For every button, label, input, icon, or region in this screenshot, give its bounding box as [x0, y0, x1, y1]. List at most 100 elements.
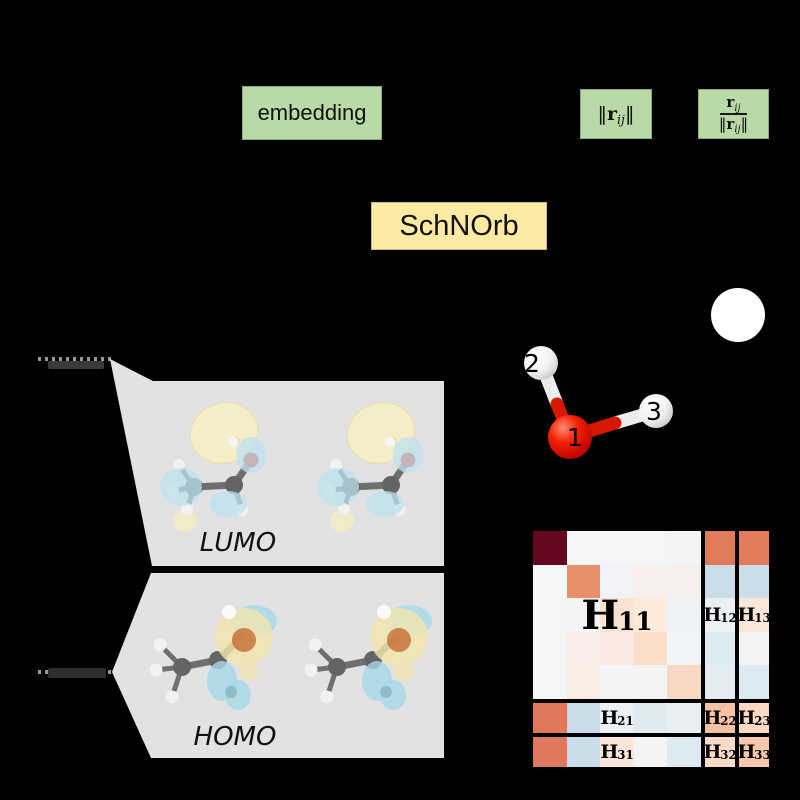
norm-open: ‖: [718, 114, 727, 133]
atom-node-circle: [711, 288, 765, 342]
fraction-numerator: rij: [726, 93, 741, 114]
matrix-cell: [739, 665, 769, 699]
water-molecule: 1 2 3: [524, 346, 673, 459]
lumo-panel: [110, 359, 444, 566]
matrix-cell: [739, 531, 769, 565]
vector-symbol: r: [607, 102, 618, 125]
matrix-cell: [739, 564, 769, 599]
direction-box: rij ‖rij‖: [698, 89, 769, 139]
matrix-cell: [633, 564, 668, 599]
matrix-cell: [739, 631, 769, 666]
matrix-cell: [705, 703, 735, 733]
matrix-grid-H13: [739, 531, 769, 699]
matrix-grid-H33: [739, 737, 769, 767]
matrix-cell: [566, 703, 601, 733]
matrix-grid-H11: [533, 531, 701, 699]
matrix-cell: [633, 531, 668, 565]
matrix-cell: [566, 737, 601, 767]
matrix-grid-H21: [533, 703, 701, 733]
fraction-bar: [719, 113, 748, 115]
matrix-cell: [566, 564, 601, 599]
matrix-cell: [705, 631, 735, 666]
matrix-cell: [667, 703, 701, 733]
matrix-cell: [739, 598, 769, 632]
matrix-cell: [600, 631, 634, 666]
matrix-cell: [600, 737, 634, 767]
lumo-level-bar: [48, 361, 104, 369]
matrix-cell: [705, 531, 735, 565]
matrix-cell: [533, 631, 567, 666]
matrix-cell: [739, 703, 769, 733]
schnorb-label: SchNOrb: [399, 209, 519, 242]
matrix-cell: [667, 737, 701, 767]
matrix-grid-H22: [705, 703, 735, 733]
matrix-cell: [667, 665, 701, 699]
lumo-energy-level: [38, 357, 113, 369]
matrix-cell: [600, 703, 634, 733]
lumo-label: LUMO: [200, 528, 276, 558]
matrix-cell: [600, 598, 634, 632]
vector-symbol: r: [726, 114, 735, 133]
atom-label-3: 3: [646, 397, 662, 426]
vector-subscript: ij: [734, 102, 741, 114]
vector-subscript: ij: [617, 111, 625, 127]
matrix-cell: [633, 598, 668, 632]
matrix-grid-H32: [705, 737, 735, 767]
embedding-label: embedding: [257, 100, 367, 125]
homo-panel: [112, 573, 444, 758]
norm-close: ‖: [624, 102, 635, 125]
oxygen-atom-1: [548, 415, 592, 459]
vector-symbol: r: [726, 93, 735, 112]
matrix-cell: [533, 665, 567, 699]
matrix-cell: [667, 598, 701, 632]
matrix-cell: [633, 737, 668, 767]
atom-label-1: 1: [567, 423, 583, 452]
matrix-cell: [600, 564, 634, 599]
matrix-cell: [705, 665, 735, 699]
matrix-cell: [566, 665, 601, 699]
homo-energy-level: [38, 668, 113, 678]
matrix-grid-H31: [533, 737, 701, 767]
embedding-box: embedding: [242, 86, 382, 140]
schnorb-box: SchNOrb: [371, 202, 547, 250]
norm-open: ‖: [597, 102, 608, 125]
homo-level-bar: [48, 668, 106, 678]
matrix-cell: [566, 598, 601, 632]
direction-label: rij ‖rij‖: [718, 93, 749, 135]
matrix-cell: [533, 598, 567, 632]
matrix-grid-H12: [705, 531, 735, 699]
matrix-cell: [633, 665, 668, 699]
norm-close: ‖: [740, 114, 749, 133]
hydrogen-atom-3: [639, 394, 673, 428]
fraction-denominator: ‖rij‖: [718, 114, 749, 135]
matrix-cell: [739, 737, 769, 767]
hydrogen-atom-2: [524, 346, 558, 380]
distance-box: ‖rij‖: [580, 89, 652, 139]
vector-subscript: ij: [734, 123, 741, 135]
matrix-cell: [667, 631, 701, 666]
matrix-cell: [533, 737, 567, 767]
matrix-cell: [633, 631, 668, 666]
matrix-cell: [667, 531, 701, 565]
matrix-cell: [705, 598, 735, 632]
matrix-cell: [705, 564, 735, 599]
matrix-cell: [633, 703, 668, 733]
atom-label-2: 2: [524, 349, 540, 378]
matrix-cell: [667, 564, 701, 599]
matrix-cell: [600, 531, 634, 565]
homo-label: HOMO: [194, 722, 277, 752]
matrix-cell: [566, 531, 601, 565]
matrix-grid-H23: [739, 703, 769, 733]
distance-label: ‖rij‖: [597, 102, 635, 127]
